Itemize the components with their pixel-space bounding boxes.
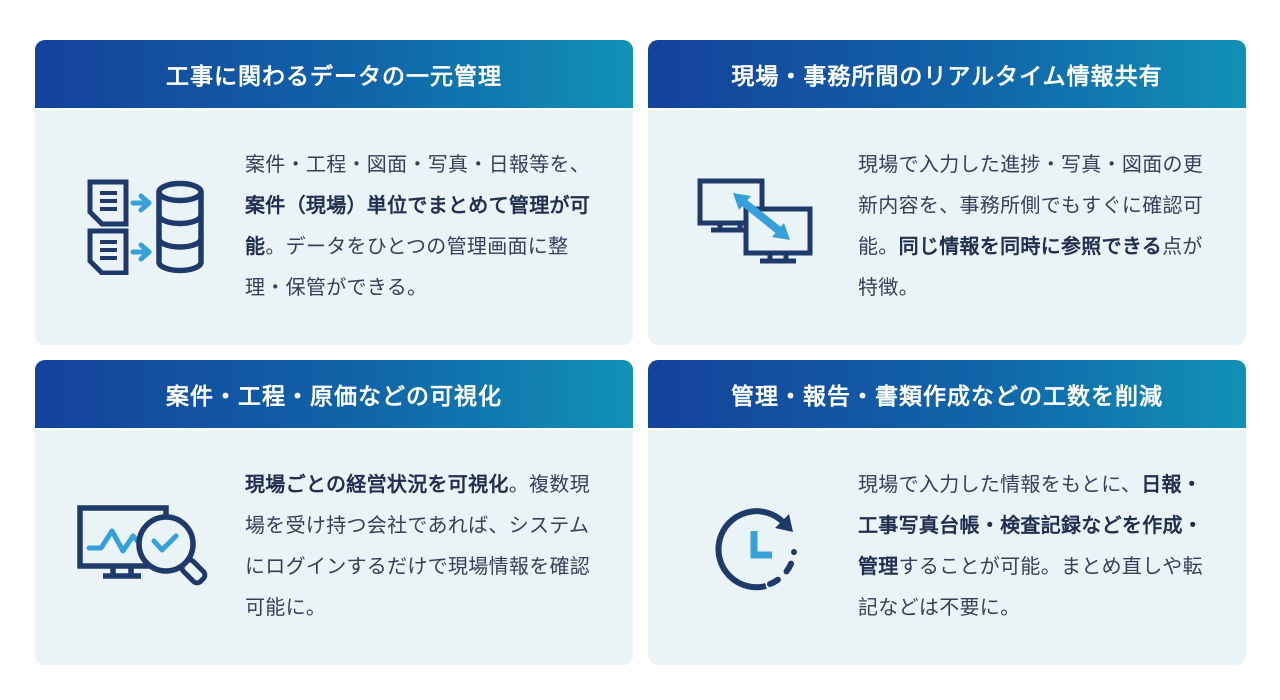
card-body: 案件・工程・図面・写真・日報等を、案件（現場）単位でまとめて管理が可能。データを…: [35, 110, 633, 343]
card-body: 現場で入力した情報をもとに、日報・工事写真台帳・検査記録などを作成・管理すること…: [648, 430, 1246, 663]
card-header: 案件・工程・原価などの可視化: [35, 360, 633, 430]
card-realtime-info-sharing: 現場・事務所間のリアルタイム情報共有: [648, 40, 1246, 345]
card-title: 案件・工程・原価などの可視化: [166, 383, 502, 409]
card-description: 現場で入力した進捗・写真・図面の更新内容を、事務所側でもすぐに確認可能。同じ情報…: [858, 153, 1204, 299]
icon-box: [688, 175, 824, 279]
card-description: 現場で入力した情報をもとに、日報・工事写真台帳・検査記録などを作成・管理すること…: [858, 473, 1204, 619]
card-data-centralization: 工事に関わるデータの一元管理: [35, 40, 633, 345]
card-description: 案件・工程・図面・写真・日報等を、案件（現場）単位でまとめて管理が可能。データを…: [245, 153, 591, 299]
card-header: 管理・報告・書類作成などの工数を削減: [648, 360, 1246, 430]
monitors-sync-icon: [697, 178, 813, 263]
card-workload-reduction: 管理・報告・書類作成などの工数を削減 現場で入力した情報をもとに、日報・工事写真…: [648, 360, 1246, 665]
card-body: 現場ごとの経営状況を可視化。複数現場を受け持つ会社であれば、システムにログインす…: [35, 430, 633, 663]
card-visualization: 案件・工程・原価などの可視化 現場ごとの経営状況を可視化。複数現場を受け持つ会社…: [35, 360, 633, 665]
icon-box: [75, 179, 211, 275]
feature-grid: 工事に関わるデータの一元管理: [35, 40, 1246, 665]
card-header: 工事に関わるデータの一元管理: [35, 40, 633, 110]
card-title: 管理・報告・書類作成などの工数を削減: [731, 383, 1163, 409]
card-title: 現場・事務所間のリアルタイム情報共有: [731, 63, 1163, 89]
clock-history-icon: [715, 507, 797, 590]
icon-box: [75, 498, 211, 596]
card-description: 現場ごとの経営状況を可視化。複数現場を受け持つ会社であれば、システムにログインす…: [245, 473, 591, 619]
documents-to-database-icon: [87, 179, 204, 275]
chart-magnifier-icon: [77, 504, 208, 585]
card-header: 現場・事務所間のリアルタイム情報共有: [648, 40, 1246, 110]
icon-box: [688, 497, 824, 597]
card-body: 現場で入力した進捗・写真・図面の更新内容を、事務所側でもすぐに確認可能。同じ情報…: [648, 110, 1246, 343]
card-title: 工事に関わるデータの一元管理: [166, 63, 502, 89]
